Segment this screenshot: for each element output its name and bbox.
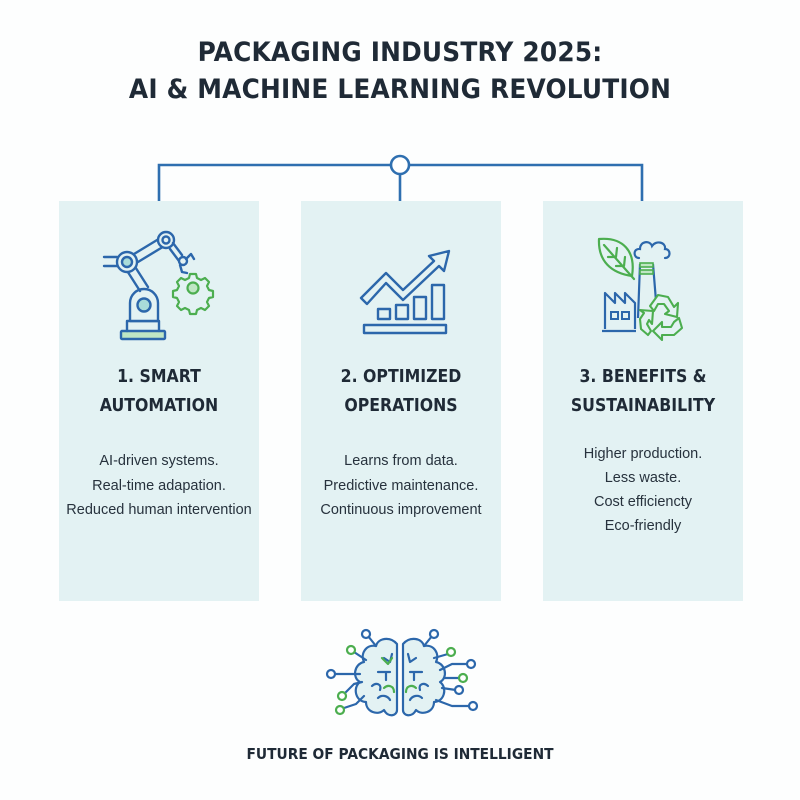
panel-bullets: AI-driven systems. Real-time adapation. … <box>59 449 259 523</box>
panel-bullets: Learns from data. Predictive maintenance… <box>301 449 501 523</box>
heading-line-2: AUTOMATION <box>99 396 219 416</box>
panel-heading: 2. OPTIMIZED OPERATIONS <box>311 363 491 421</box>
connector-node-icon <box>389 154 411 176</box>
bullet-item: Learns from data. <box>344 453 458 469</box>
page-title: PACKAGING INDUSTRY 2025: AI & MACHINE LE… <box>32 34 768 108</box>
eco-factory-recycle-icon <box>597 237 684 341</box>
bullet-item: Higher production. <box>583 446 703 462</box>
bullet-item: Less waste. <box>604 470 682 486</box>
bullet-item: Cost efficiencty <box>593 494 693 510</box>
bullet-item: Eco-friendly <box>604 518 682 534</box>
robotic-arm-gear-icon <box>102 230 215 341</box>
heading-line-1: 3. BENEFITS & <box>579 367 707 387</box>
bullet-item: Continuous improvement <box>320 502 482 518</box>
bullet-item: Reduced human intervention <box>66 502 252 518</box>
ai-brain-circuit-icon <box>325 628 479 717</box>
bullet-item: Predictive maintenance. <box>323 477 479 494</box>
growth-chart-arrow-icon <box>359 249 451 335</box>
bullet-item: AI-driven systems. <box>99 453 219 469</box>
heading-line-1: 2. OPTIMIZED <box>340 367 462 387</box>
title-line-2: AI & MACHINE LEARNING REVOLUTION <box>128 74 672 105</box>
title-line-1: PACKAGING INDUSTRY 2025: <box>197 37 603 68</box>
panel-smart-automation: 1. SMART AUTOMATION AI-driven systems. R… <box>59 201 259 601</box>
bullet-item: Real-time adapation. <box>92 477 226 494</box>
panel-bullets: Higher production. Less waste. Cost effi… <box>543 442 743 538</box>
panel-optimized-operations: 2. OPTIMIZED OPERATIONS Learns from data… <box>301 201 501 601</box>
panel-heading: 3. BENEFITS & SUSTAINABILITY <box>553 363 733 421</box>
heading-line-2: SUSTAINABILITY <box>570 396 716 416</box>
heading-line-2: OPERATIONS <box>344 396 458 416</box>
heading-line-1: 1. SMART <box>117 367 201 387</box>
panel-heading: 1. SMART AUTOMATION <box>69 363 249 421</box>
panel-benefits-sustainability: 3. BENEFITS & SUSTAINABILITY Higher prod… <box>543 201 743 601</box>
footer-tagline: FUTURE OF PACKAGING IS INTELLIGENT <box>246 745 554 763</box>
